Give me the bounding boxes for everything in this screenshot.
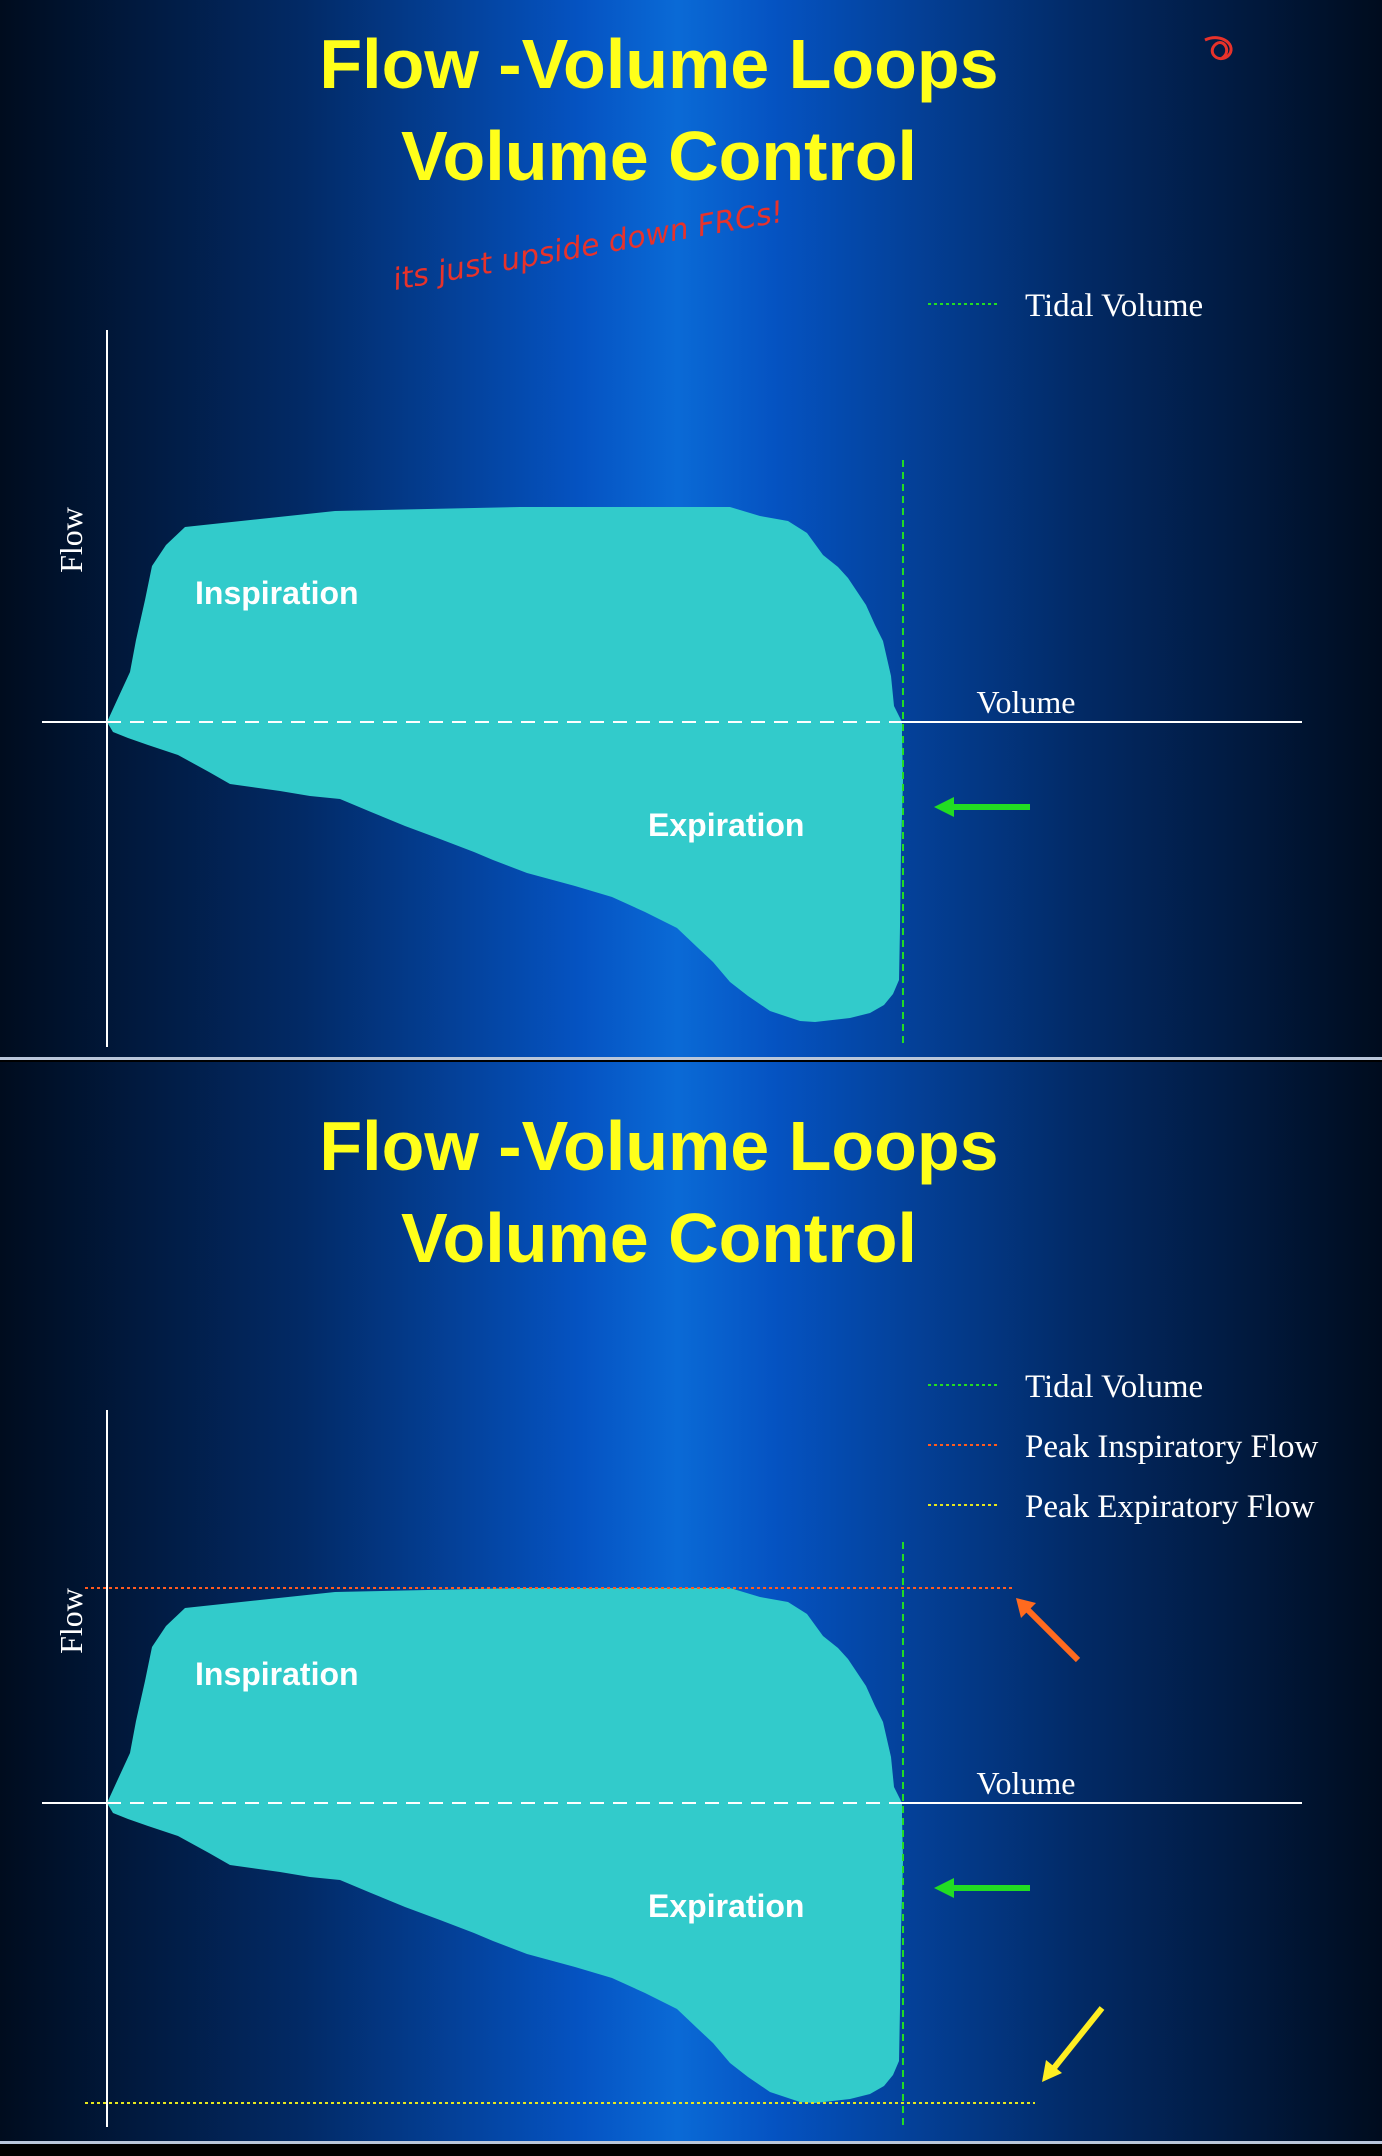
- inspiration-label: Inspiration: [195, 1656, 359, 1692]
- legend-label-peak-expiratory-flow: Peak Expiratory Flow: [1025, 1489, 1315, 1525]
- slide-title: Flow -Volume Loops Volume Control: [0, 1100, 1318, 1284]
- title-line-1: Flow -Volume Loops: [319, 1107, 999, 1185]
- flow-volume-loop: [107, 1588, 903, 2103]
- tidal-volume-arrow-icon: [934, 797, 1030, 817]
- title-line-2: Volume Control: [401, 1199, 917, 1277]
- slide-2: Flow -Volume Loops Volume Control Tidal …: [0, 1062, 1382, 2141]
- scribble-mark: [1204, 36, 1233, 61]
- title-line-1: Flow -Volume Loops: [319, 25, 999, 103]
- inspiration-label: Inspiration: [195, 575, 359, 611]
- handwritten-annotation: its just upside down FRCs!: [390, 195, 786, 298]
- slide-separator: [0, 1057, 1382, 1060]
- flow-volume-diagram: its just upside down FRCs! Tidal Volume …: [42, 36, 1302, 1047]
- peak-inspiratory-arrow-icon: [1016, 1598, 1081, 1663]
- legend-label-peak-inspiratory-flow: Peak Inspiratory Flow: [1025, 1429, 1318, 1465]
- legend: Tidal Volume: [928, 288, 1203, 324]
- x-axis-label: Volume: [977, 684, 1076, 720]
- flow-volume-diagram: Tidal Volume Peak Inspiratory Flow Peak …: [42, 1369, 1318, 2127]
- legend-label-tidal-volume: Tidal Volume: [1025, 1369, 1203, 1405]
- tidal-volume-arrow-icon: [934, 1878, 1030, 1898]
- peak-expiratory-arrow-icon: [1042, 2006, 1105, 2082]
- x-axis-label: Volume: [977, 1765, 1076, 1801]
- flow-volume-loop: [107, 507, 903, 1022]
- expiration-label: Expiration: [648, 1888, 804, 1924]
- expiration-label: Expiration: [648, 807, 804, 843]
- legend: Tidal Volume Peak Inspiratory Flow Peak …: [928, 1369, 1318, 1525]
- legend-label-tidal-volume: Tidal Volume: [1025, 288, 1203, 324]
- title-line-2: Volume Control: [401, 117, 917, 195]
- slide-1: Flow -Volume Loops Volume Control its ju…: [0, 0, 1382, 1057]
- slide-title: Flow -Volume Loops Volume Control: [0, 18, 1318, 202]
- slide-separator: [0, 2141, 1382, 2144]
- y-axis-label: Flow: [53, 507, 89, 573]
- y-axis-label: Flow: [53, 1588, 89, 1654]
